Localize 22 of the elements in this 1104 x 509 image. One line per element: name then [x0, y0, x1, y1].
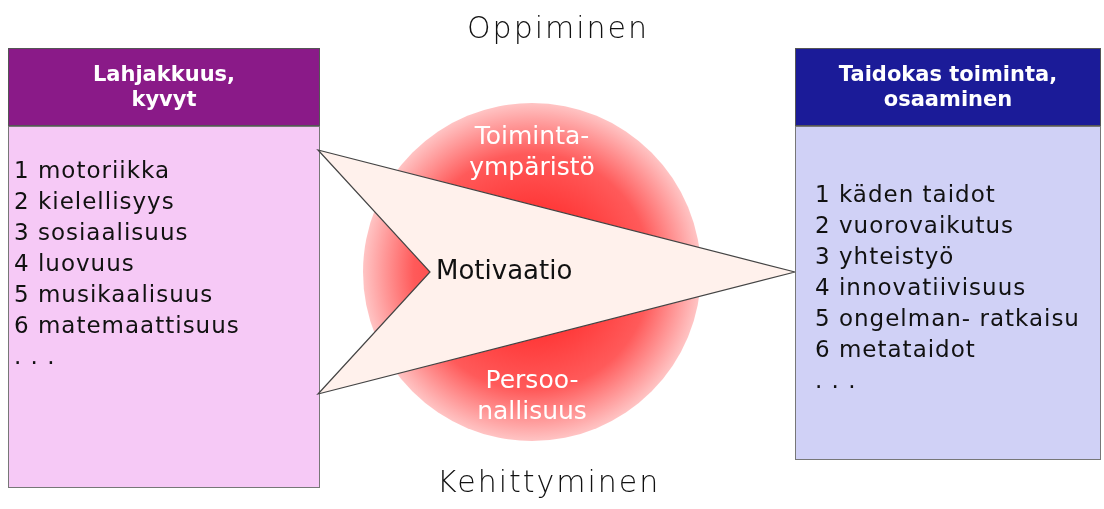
list-item: 4 innovatiivisuus — [815, 273, 1027, 302]
circle-text: Toiminta- ympäristö — [468, 120, 596, 182]
heading-label: Taidokas toiminta, osaaminen — [795, 48, 1101, 126]
list-item: 6 metataidot — [815, 335, 976, 364]
list-item: 5 musikaalisuus — [14, 280, 214, 309]
list-item: 4 luovuus — [14, 249, 135, 278]
list-item: . . . — [815, 366, 857, 395]
heading-label: Lahjakkuus, kyvyt — [8, 48, 320, 126]
edge-label: Motivaatio — [436, 255, 573, 285]
list-item: 2 vuorovaikutus — [815, 211, 1015, 240]
list-item: 6 matemaattisuus — [14, 311, 240, 340]
list-item: . . . — [14, 342, 56, 371]
list-item: 3 yhteistyö — [815, 242, 955, 271]
circle-text: Persoo- nallisuus — [476, 364, 588, 426]
chevron-arrow — [316, 148, 796, 396]
curved-caption: Oppiminen — [467, 10, 650, 45]
list-item: 3 sosiaalisuus — [14, 218, 189, 247]
list-item: 1 käden taidot — [815, 180, 996, 209]
list-item: 2 kielellisyys — [14, 187, 175, 216]
list-item: 1 motoriikka — [14, 156, 171, 185]
curved-caption: Kehittyminen — [437, 464, 661, 499]
list-item: 5 ongelman- ratkaisu — [815, 304, 1080, 333]
